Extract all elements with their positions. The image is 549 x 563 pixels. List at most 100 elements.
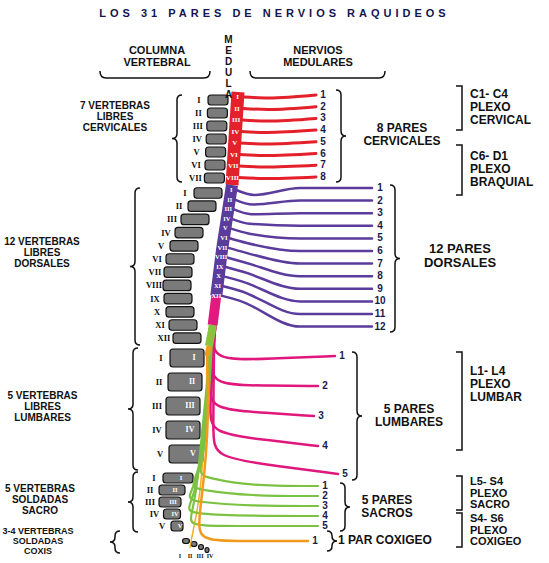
segment-number: IV <box>171 511 178 518</box>
vertebra-body <box>166 307 194 318</box>
vertebra-body <box>166 397 200 415</box>
vertebra-number: IV <box>150 510 159 519</box>
segment-number: V <box>178 523 183 530</box>
segment-number: IV <box>232 128 240 135</box>
vertebra-body <box>206 134 226 144</box>
nerve-line <box>232 219 372 226</box>
vertebra-number: II <box>188 553 193 559</box>
vertebra-number: V <box>158 242 164 251</box>
vertebra-body <box>183 539 190 544</box>
header-bracket <box>250 71 385 78</box>
vertebra-number: II <box>176 202 183 211</box>
segment-number: II <box>227 196 232 203</box>
group-brace <box>128 348 138 470</box>
header-bracket <box>100 71 210 78</box>
segment-number: I <box>180 475 183 482</box>
plexus-bracket <box>456 476 462 510</box>
nerve-number: 3 <box>377 208 383 218</box>
section-label: 7 VERTEBRAS LIBRES CERVICALES <box>70 100 160 133</box>
plexus-bracket <box>456 145 462 195</box>
vertebra-body <box>164 509 181 519</box>
vertebra-number: VI <box>191 161 200 170</box>
section-label: 1 PAR COXIGEO <box>338 534 468 547</box>
vertebra-body <box>175 227 203 238</box>
vertebra-number: IV <box>152 426 161 435</box>
section-label: S4- S6 PLEXO COXIGEO <box>470 513 540 548</box>
segment-number: XII <box>211 292 221 299</box>
nerve-line <box>241 142 316 144</box>
group-brace <box>172 95 182 182</box>
vertebra-number: VII <box>149 268 162 277</box>
group-brace <box>128 472 138 532</box>
segment-number: V <box>190 450 196 458</box>
nerve-line <box>238 177 316 179</box>
segment-number: V <box>232 140 237 147</box>
section-label: L1- L4 PLEXO LUMBAR <box>470 365 547 405</box>
section-label: L5- S4 PLEXO SACRO <box>470 476 540 511</box>
nerve-number: 4 <box>322 511 328 521</box>
segment-number: III <box>169 499 177 506</box>
vertebra-body <box>169 320 197 331</box>
vertebra-number: III <box>152 402 162 411</box>
vertebra-body <box>188 201 216 212</box>
vertebra-body <box>207 108 227 118</box>
segment-number: VII <box>228 163 239 170</box>
group-brace <box>110 531 120 553</box>
vertebra-number: III <box>145 498 155 507</box>
nerve-line <box>212 304 318 386</box>
section-label: 3-4 VERTEBRAS SOLDADAS COXIS <box>0 527 76 557</box>
nerve-number: 10 <box>374 296 385 306</box>
cord-segment <box>207 346 209 356</box>
segment-number: IV <box>223 216 230 223</box>
vertebra-body <box>170 241 198 252</box>
nerve-line <box>239 165 316 167</box>
cord-segment <box>213 296 217 325</box>
nerve-number: 1 <box>322 481 328 491</box>
section-label: 12 VERTEBRAS LIBRES DORSALES <box>0 236 84 269</box>
vertebra-number: I <box>179 553 181 559</box>
nerve-line <box>240 154 316 156</box>
vertebra-body <box>205 160 225 170</box>
section-label: COLUMNA VERTEBRAL <box>112 44 202 68</box>
segment-number: I <box>192 354 195 362</box>
vertebra-number: IV <box>192 135 201 144</box>
cord-segment <box>209 325 213 346</box>
segment-number: II <box>189 378 195 386</box>
vertebra-number: XII <box>158 334 171 343</box>
nerve-line <box>236 188 372 195</box>
segment-number: IV <box>186 426 195 434</box>
segment-number: III <box>232 117 240 124</box>
nerve-number: 4 <box>322 441 328 451</box>
section-label: C1- C4 PLEXO CERVICAL <box>470 88 547 128</box>
segment-number: II <box>172 487 177 494</box>
section-label: 12 PARES DORSALES <box>405 242 515 271</box>
segment-number: VI <box>220 235 227 242</box>
vertebra-body <box>159 485 185 495</box>
nerve-number: 8 <box>320 172 326 182</box>
nerve-line <box>244 95 316 98</box>
vertebra-number: II <box>156 378 163 387</box>
nerve-line <box>210 310 314 416</box>
vertebra-body <box>207 121 227 131</box>
section-label: 5 VERTEBRAS LIBRES LUMBARES <box>0 390 85 423</box>
plexus-bracket <box>456 352 462 450</box>
nerve-number: 9 <box>377 284 383 294</box>
vertebra-number: I <box>183 189 186 198</box>
nerve-number: 12 <box>374 322 385 332</box>
nerve-number: 7 <box>320 160 326 170</box>
nerve-line <box>199 354 308 541</box>
nerve-number: 5 <box>342 469 348 479</box>
nerve-number: 11 <box>375 309 386 319</box>
nerve-line <box>227 248 372 264</box>
vertebra-number: IV <box>207 553 214 559</box>
vertebra-number: III <box>193 122 203 131</box>
nerve-line <box>243 107 316 110</box>
nerve-number: 4 <box>377 221 383 231</box>
section-label: 8 PARES CERVICALES <box>352 122 452 148</box>
section-label: 5 VERTEBRAS SOLDADAS SACRO <box>0 483 80 516</box>
vertebra-number: IV <box>161 228 170 237</box>
group-brace <box>352 352 362 480</box>
cord-segment <box>216 185 232 296</box>
